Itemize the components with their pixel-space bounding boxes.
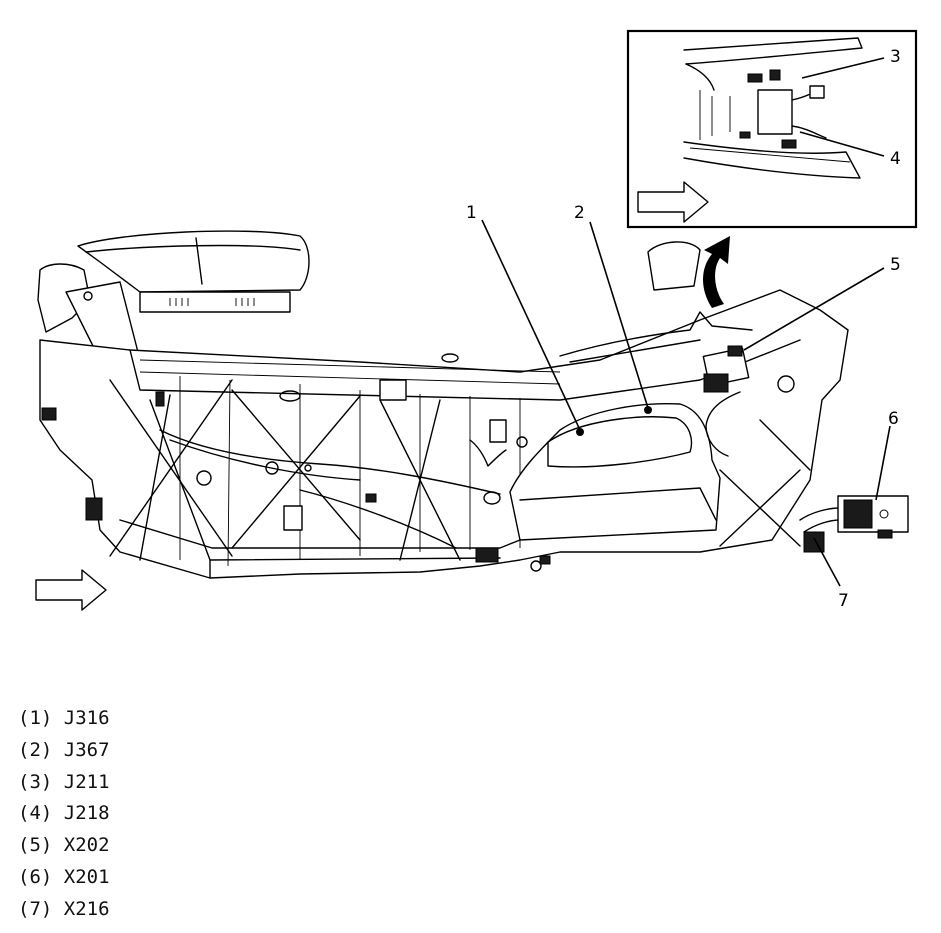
legend-item: (3) J211: [18, 770, 110, 793]
callout-3: 3: [890, 47, 901, 67]
callout-6: 6: [888, 409, 899, 429]
legend-item: (6) X201: [18, 865, 110, 888]
legend-item: (1) J316: [18, 707, 110, 729]
callout-5: 5: [890, 255, 901, 275]
callout-2: 2: [574, 203, 585, 223]
hollow-right-arrow-icon: [637, 181, 709, 223]
console-assembly: [37, 230, 909, 579]
x202-connector: [702, 345, 750, 393]
legend-item: (2) J367: [18, 738, 110, 761]
legend-item: (4) J218: [18, 802, 110, 825]
console-wiring-diagram: 1 2 3 4 5 6 7: [35, 29, 918, 611]
curved-up-arrow-icon: [703, 236, 730, 308]
hollow-right-arrow-icon: [35, 569, 107, 611]
callout-7: 7: [838, 591, 849, 611]
callout-1: 1: [466, 203, 477, 223]
legend-item: (5) X202: [18, 834, 110, 857]
inset-detail-view: [626, 29, 918, 229]
component-legend: (1) J316 (2) J367 (3) J211 (4) J218 (5) …: [18, 703, 110, 926]
legend-item: (7) X216: [18, 897, 110, 920]
callout-4: 4: [890, 149, 901, 169]
x216-connector: [803, 531, 825, 553]
x201-connector: [799, 495, 909, 539]
